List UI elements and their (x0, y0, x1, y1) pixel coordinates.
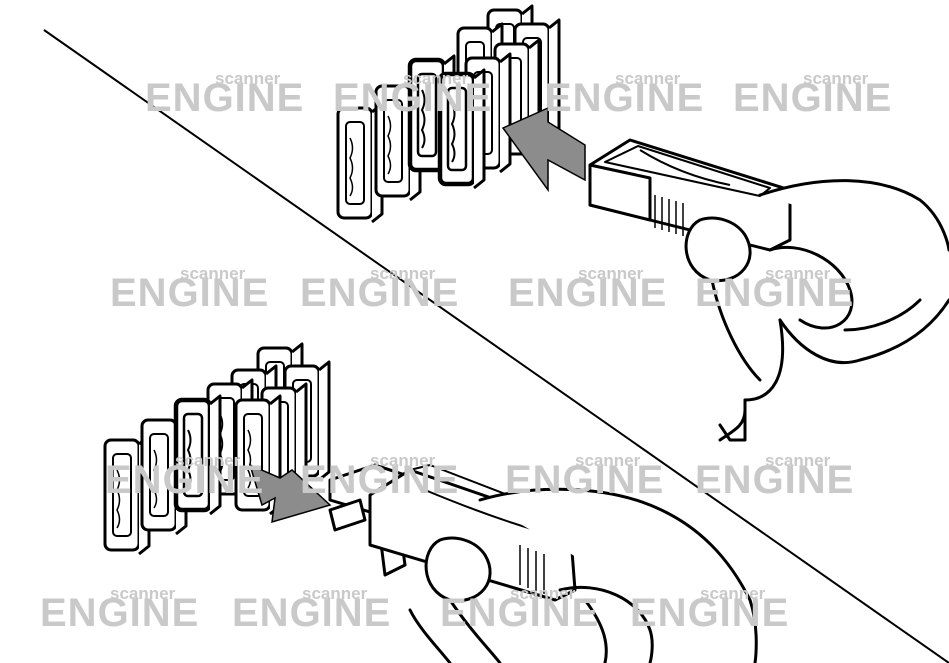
hand-upper (684, 179, 949, 442)
hand-lower (408, 487, 758, 663)
upper-fuse-block (336, 4, 561, 224)
lower-fuse-block (103, 342, 331, 556)
fuse-puller-tool-upper (588, 138, 792, 252)
insert-arrow (501, 106, 586, 193)
divider-line (43, 29, 949, 663)
fuse-puller-tool-lower (368, 464, 577, 602)
extract-arrow (248, 463, 332, 524)
